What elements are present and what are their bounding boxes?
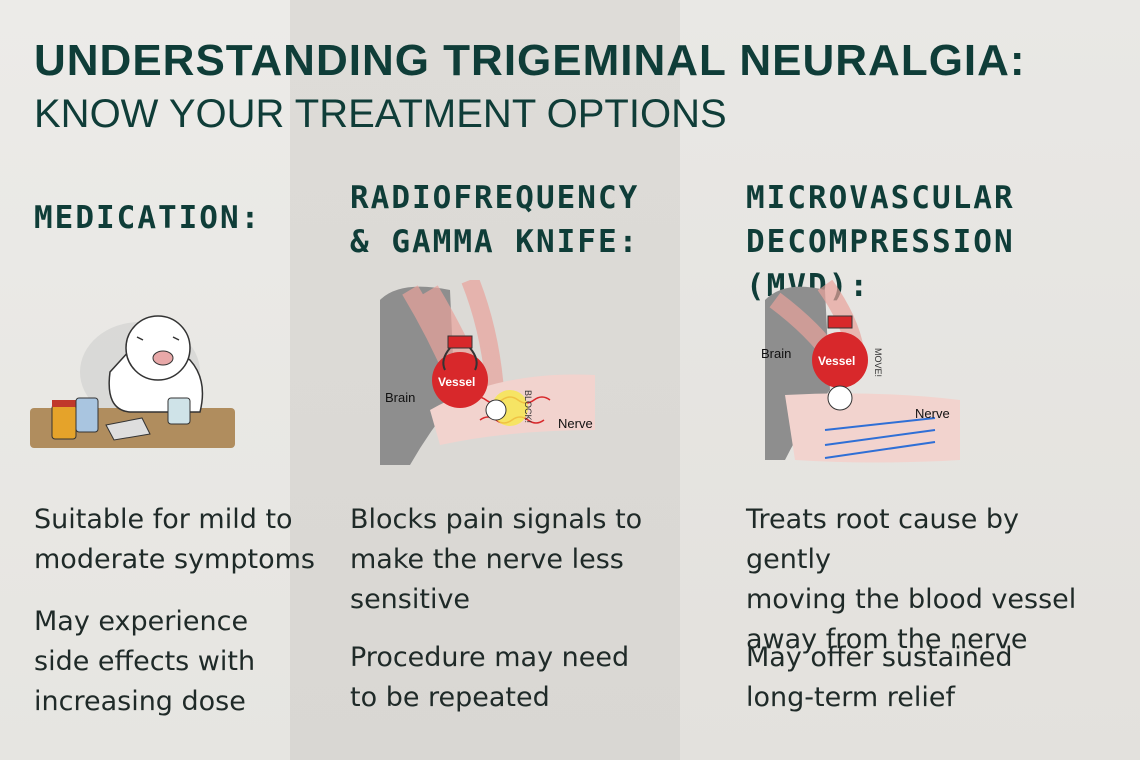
- pill-bottle-blue: [75, 397, 99, 433]
- radiofrequency-heading-line1: RADIOFREQUENCY: [350, 180, 640, 216]
- radiofrequency-point-2-line-1: Procedure may need: [350, 642, 630, 673]
- person-head: [125, 315, 191, 381]
- background-panel-right: [680, 0, 1140, 760]
- blocker-figure: [485, 399, 507, 421]
- medication-point-1-line-1: Suitable for mild to: [34, 504, 293, 535]
- nerve-shape: [785, 393, 960, 463]
- label-nerve: Nerve: [558, 416, 593, 431]
- vessel-weight: [812, 332, 868, 388]
- mvd-heading-line1: MICROVASCULAR: [746, 180, 1015, 216]
- vessel-handle: [447, 335, 473, 349]
- mvd-point-1-line-2: moving the blood vessel: [746, 584, 1077, 615]
- radiofrequency-point-1: Blocks pain signals to make the nerve le…: [350, 500, 650, 620]
- medication-illustration: [30, 315, 235, 448]
- medication-point-2-line-2: side effects with: [34, 646, 256, 677]
- radiofrequency-point-1-line-1: Blocks pain signals to: [350, 504, 643, 535]
- lifter-figure: [827, 385, 853, 411]
- mvd-point-2: May offer sustained long-term relief: [746, 638, 1106, 718]
- label-vessel: Vessel: [818, 354, 855, 368]
- vessel-weight: [432, 352, 488, 408]
- radiofrequency-illustration: Brain Vessel Nerve BLOCK!: [380, 280, 595, 465]
- mvd-point-1: Treats root cause by gently moving the b…: [746, 500, 1106, 660]
- mvd-point-1-line-1: Treats root cause by gently: [746, 504, 1020, 575]
- vessel-handle: [827, 315, 853, 329]
- label-brain: Brain: [761, 346, 791, 361]
- medication-point-2-line-3: increasing dose: [34, 686, 246, 717]
- mvd-illustration: Brain Vessel Nerve MOVE!: [761, 280, 960, 463]
- medication-point-2: May experience side effects with increas…: [34, 602, 334, 722]
- mvd-point-2-line-1: May offer sustained: [746, 642, 1013, 673]
- radiofrequency-heading-line2: & GAMMA KNIFE:: [350, 224, 640, 260]
- water-cup: [167, 397, 191, 425]
- radiofrequency-point-1-line-2: make the nerve less: [350, 544, 624, 575]
- pill-bottle-yellow: [51, 404, 77, 440]
- label-brain: Brain: [385, 390, 415, 405]
- page-title: UNDERSTANDING TRIGEMINAL NEURALGIA:: [34, 36, 1026, 85]
- person-mouth: [152, 350, 174, 366]
- radiofrequency-heading: RADIOFREQUENCY & GAMMA KNIFE:: [350, 176, 639, 264]
- mvd-point-2-line-2: long-term relief: [746, 682, 955, 713]
- medication-heading: MEDICATION:: [34, 196, 261, 240]
- label-move: MOVE!: [873, 348, 883, 377]
- label-nerve: Nerve: [915, 406, 950, 421]
- radiofrequency-point-1-line-3: sensitive: [350, 584, 471, 615]
- medication-point-2-line-1: May experience: [34, 606, 249, 637]
- medication-point-1-line-2: moderate symptoms: [34, 544, 315, 575]
- medication-point-1: Suitable for mild to moderate symptoms: [34, 500, 334, 580]
- pill-bottle-cap: [52, 400, 76, 407]
- radiofrequency-point-2-line-2: to be repeated: [350, 682, 550, 713]
- nerve-signals: [824, 417, 936, 459]
- mvd-point-1-line-3: away from the nerve: [746, 624, 1028, 655]
- page-subtitle: KNOW YOUR TREATMENT OPTIONS: [34, 92, 727, 136]
- pill-blister-pack: [105, 417, 151, 441]
- medication-heading-line1: MEDICATION:: [34, 200, 262, 236]
- label-vessel: Vessel: [438, 375, 475, 389]
- radiofrequency-point-2: Procedure may need to be repeated: [350, 638, 650, 718]
- label-block: BLOCK!: [523, 390, 533, 423]
- person-eyes: [136, 336, 180, 341]
- vessel-loop: [442, 347, 478, 371]
